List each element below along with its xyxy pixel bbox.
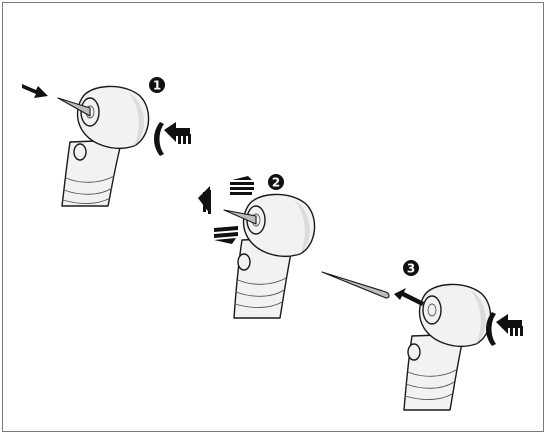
handpiece-button-2 xyxy=(238,254,250,270)
handpiece-button-1 xyxy=(74,144,86,160)
step-label-1: 1 xyxy=(153,79,161,93)
step-number-3: 3 xyxy=(403,260,419,276)
handpiece-button-3 xyxy=(408,344,420,360)
chuck-3 xyxy=(423,296,441,324)
step-label-2: 2 xyxy=(272,176,280,190)
step-number-2: 2 xyxy=(268,174,284,190)
step-label-3: 3 xyxy=(407,262,415,276)
step-number-1: 1 xyxy=(149,77,165,93)
